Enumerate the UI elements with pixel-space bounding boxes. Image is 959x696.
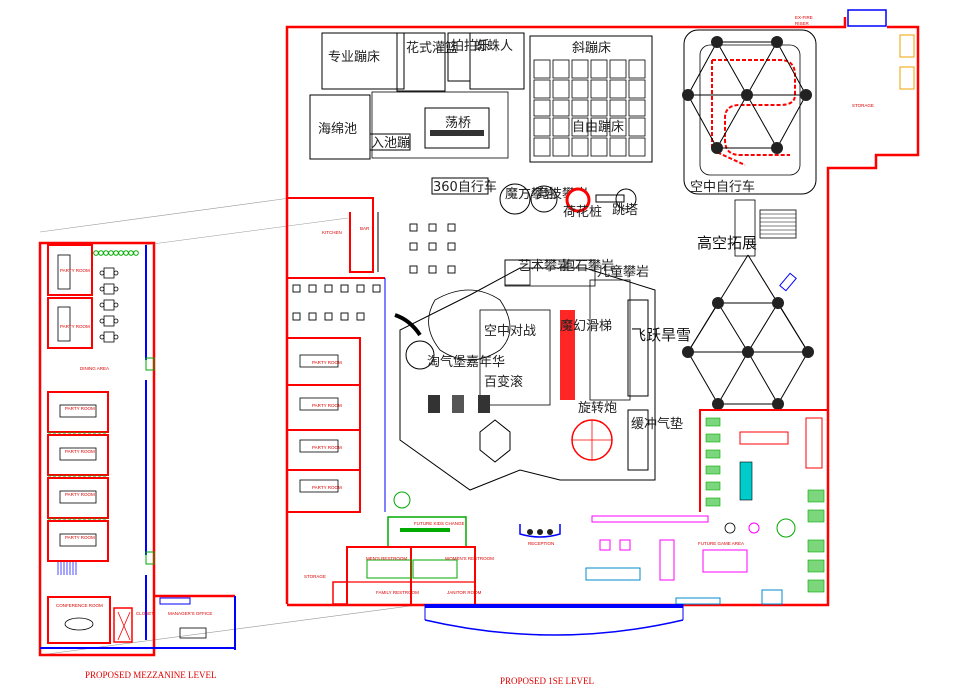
mezz-party-room-label: PARTY ROOM [60,268,90,273]
bike-360-label: 360自行车 [433,179,497,195]
spiderman-label: 蜘蛛人 [474,39,513,54]
managers-office: MANAGER'S OFFICE [159,597,212,639]
first-level-caption: PROPOSED 1SE LEVEL [500,676,594,686]
slant-trampoline-label: 斜蹦床 [572,41,611,56]
riser-label: RISER [795,21,810,26]
entrance [424,604,684,636]
party-room-label: PARTY ROOM [312,360,342,365]
air-battle-label: 空中对战 [484,324,536,339]
party-room-label: PARTY ROOM [65,406,95,411]
managers-office-label: MANAGER'S OFFICE [168,611,212,616]
kitchen-bar: KITCHEN BAR [288,197,379,273]
swing-bridge-label: 荡桥 [445,116,471,131]
central-play-structure: 艺术攀岩 抱石攀岩 儿童攀岩 飞跃旱雪 缓冲气垫 魔幻滑梯 淘气堡嘉年华 空中对… [394,258,691,491]
party-room-label: PARTY ROOM [312,485,342,490]
bar-label: BAR [360,226,370,231]
sky-bike-and-high-ropes: 空中自行车 高空拓展 [682,29,817,410]
storage-bottom-label: STORAGE [304,574,326,579]
rolling-ball-label: 百变滚 [484,374,523,390]
first-level-party-rooms: PARTY ROOM PARTY ROOM PARTY ROOM PARTY R… [288,277,386,513]
fly-snow-label: 飞跃旱雪 [631,326,691,344]
party-room-label: PARTY ROOM [312,403,342,408]
family-restroom-label: FAMILY RESTROOM [376,590,419,595]
conference-room: CONFERENCE ROOM [47,596,111,644]
art-rock-label: 艺术攀岩 [518,259,570,274]
reception-label: RECEPTION [528,541,554,546]
pro-trampoline-label: 专业蹦床 [328,50,380,65]
rotate-cannon-label: 旋转炮 [578,401,617,416]
mezzanine-caption: PROPOSED MEZZANINE LEVEL [85,670,217,680]
future-game-area-label: FUTURE GAME AREA [698,541,744,546]
mezz-party-room-2: PARTY ROOM [47,297,93,349]
first-level-dining-tables [292,223,456,321]
reception-area: FUTURE KIDS CHANGE RECEPTION [387,491,561,548]
storage-top-label: STORAGE [852,103,874,108]
high-rope-label: 高空拓展 [697,234,757,252]
future-kids-change-label: FUTURE KIDS CHANGE [414,521,465,526]
ex-fire-label: EX-FIRE [795,15,813,20]
lotus-pile-label: 荷花桩 [563,204,602,220]
building-outer-wall [287,25,920,607]
game-area: FUTURE GAME AREA [585,409,828,605]
party-room-label: PARTY ROOM [65,492,95,497]
sky-bike-label: 空中自行车 [690,179,755,195]
kids-rock-label: 儿童攀岩 [597,264,649,280]
dining-area-label: DINING AREA [80,366,109,371]
first-level-plan: EX-FIRE RISER STORAGE 专业蹦床 花式灌篮 拍拍乐 蜘蛛人 … [285,9,920,686]
tower-label: 跳塔 [612,203,638,218]
party-room-label: PARTY ROOM [65,449,95,454]
mezzanine-plan: PARTY ROOM PARTY ROOM DINING AREA [38,197,426,680]
closet-label: CLOSET [136,611,154,616]
sponge-pit-label: 海绵池 [318,122,357,137]
fancy-dunk-label: 花式灌篮 [406,40,458,56]
attraction-row: 360自行车 魔方攀岩 竞技攀岩 荷花桩 跳塔 [431,177,638,220]
mens-restroom-label: MEN'S RESTROOM [366,556,407,561]
janitor-room-label: JANITOR ROOM [447,590,482,595]
magic-rock-label: 魔方攀岩 [505,186,557,202]
carnival-label: 淘气堡嘉年华 [427,354,505,370]
party-room-label: PARTY ROOM [312,445,342,450]
enter-pit-label: 入池蹦 [371,136,410,151]
dining-tables [99,267,119,343]
conference-room-label: CONFERENCE ROOM [56,603,103,608]
mezzanine-outer-wall [38,241,156,657]
mezz-party-room-label: PARTY ROOM [60,324,90,329]
mezz-party-room-1: PARTY ROOM [47,244,93,296]
pai-pai-le-label: 拍拍乐 [451,39,490,54]
kitchen-label: KITCHEN [322,230,342,235]
cushion-label: 缓冲气垫 [631,416,683,432]
boulder-label: 抱石攀岩 [562,258,614,274]
party-room-label: PARTY ROOM [65,535,95,540]
trampoline-zone: 专业蹦床 花式灌篮 拍拍乐 蜘蛛人 斜蹦床 自由蹦床 海绵池 入池蹦 [309,32,653,163]
womens-restroom-label: WOMEN'S RESTROOM [445,556,494,561]
magic-slide-label: 魔幻滑梯 [560,319,612,334]
mezz-party-room-labels: PARTY ROOM PARTY ROOM PARTY ROOM PARTY R… [65,406,95,540]
restrooms: MEN'S RESTROOM WOMEN'S RESTROOM FAMILY R… [304,546,494,606]
free-trampoline-label: 自由蹦床 [572,120,624,135]
